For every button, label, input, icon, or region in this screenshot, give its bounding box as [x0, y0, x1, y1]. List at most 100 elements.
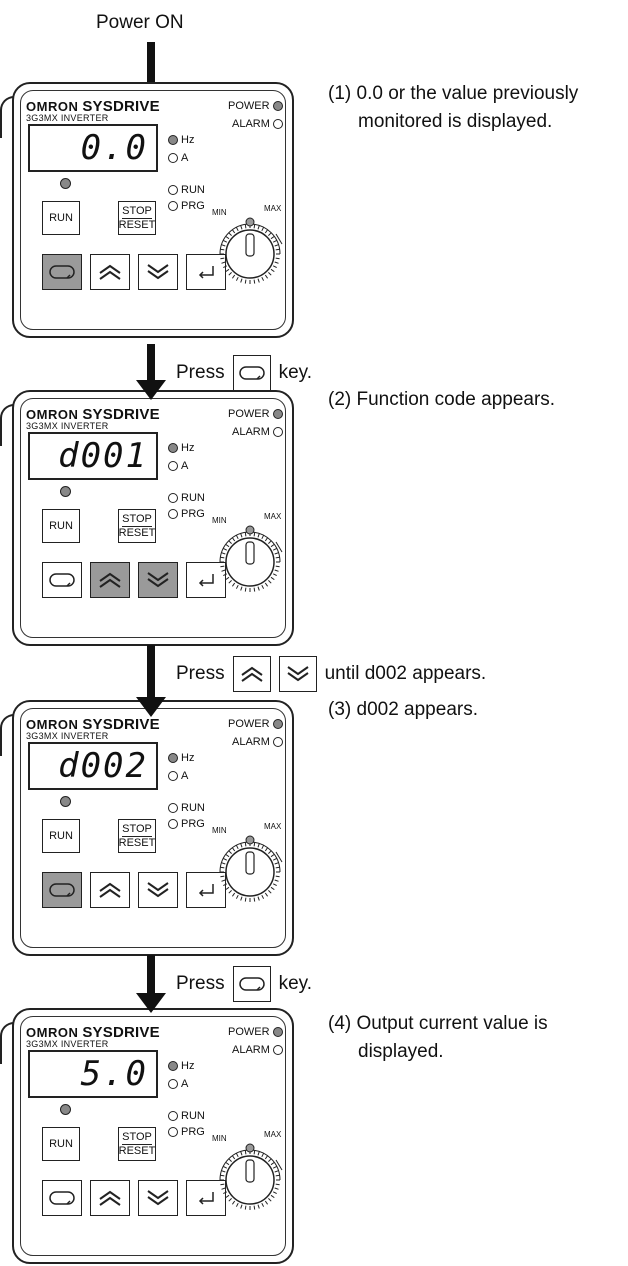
press-up-down-instruction: Press until d002 appears. [176, 656, 486, 692]
down-key[interactable] [138, 872, 178, 908]
caption-line-1: (2) Function code appears. [328, 389, 556, 410]
alarm-led [272, 427, 283, 437]
down-key-icon [278, 656, 317, 692]
caption-line-2: displayed. [358, 1041, 444, 1062]
min-label: MIN [212, 826, 227, 835]
power-indicator: POWER [228, 718, 283, 730]
prg-indicator: PRG [168, 818, 205, 830]
display-value: 0.0 [80, 128, 148, 168]
model-label: 3G3MX INVERTER [26, 731, 109, 741]
enter-key[interactable] [186, 872, 226, 908]
mode-key[interactable] [42, 254, 82, 290]
mode-icon [49, 265, 75, 279]
hz-indicator: Hz [168, 752, 194, 764]
hz-indicator: Hz [168, 442, 194, 454]
display-value: d001 [58, 436, 148, 476]
power-led [272, 719, 283, 729]
enter-icon [198, 884, 214, 897]
frequency-knob[interactable]: MIN MAX [210, 1120, 290, 1221]
up-key[interactable] [90, 1180, 130, 1216]
led-display: 0.0 [28, 124, 158, 172]
enter-key[interactable] [186, 562, 226, 598]
up-key[interactable] [90, 254, 130, 290]
enter-key[interactable] [186, 1180, 226, 1216]
a-indicator: A [168, 460, 188, 472]
run-button[interactable]: RUN [42, 819, 80, 853]
mode-key[interactable] [42, 562, 82, 598]
status-led [60, 796, 71, 807]
run-button[interactable]: RUN [42, 1127, 80, 1161]
step-caption: (1) 0.0 or the value previously monitore… [328, 80, 578, 136]
caption-line-1: (1) 0.0 or the value previously [328, 83, 579, 104]
model-label: 3G3MX INVERTER [26, 1039, 109, 1049]
mode-key-icon [232, 355, 271, 391]
mode-key[interactable] [42, 872, 82, 908]
down-key[interactable] [138, 562, 178, 598]
enter-key[interactable] [186, 254, 226, 290]
power-led [272, 101, 283, 111]
up-arrow-icon [99, 572, 121, 588]
display-value: d002 [58, 746, 148, 786]
hz-indicator: Hz [168, 134, 194, 146]
a-indicator: A [168, 1078, 188, 1090]
power-on-label: Power ON [96, 12, 184, 33]
power-indicator: POWER [228, 408, 283, 420]
down-key[interactable] [138, 1180, 178, 1216]
run-button[interactable]: RUN [42, 201, 80, 235]
display-value: 5.0 [80, 1054, 148, 1094]
frequency-knob[interactable]: MIN MAX [210, 812, 290, 913]
status-led [60, 486, 71, 497]
max-label: MAX [264, 822, 282, 831]
alarm-indicator: ALARM [232, 118, 283, 130]
frequency-knob[interactable]: MIN MAX [210, 194, 290, 295]
caption-line-1: (4) Output current value is [328, 1013, 548, 1034]
a-indicator: A [168, 152, 188, 164]
status-led [60, 178, 71, 189]
a-indicator: A [168, 770, 188, 782]
step-caption: (4) Output current value is displayed. [328, 1010, 548, 1066]
caption-line-1: (3) d002 appears. [328, 699, 478, 720]
up-key[interactable] [90, 872, 130, 908]
power-indicator: POWER [228, 1026, 283, 1038]
mode-key-icon [232, 966, 271, 1002]
model-label: 3G3MX INVERTER [26, 421, 109, 431]
frequency-knob[interactable]: MIN MAX [210, 502, 290, 603]
mode-key[interactable] [42, 1180, 82, 1216]
step-caption: (2) Function code appears. [328, 386, 555, 414]
step-caption: (3) d002 appears. [328, 696, 478, 724]
flow-arrow-4 [136, 955, 166, 1013]
enter-icon [198, 1192, 214, 1205]
down-key[interactable] [138, 254, 178, 290]
flow-arrow-3 [136, 645, 166, 717]
up-key[interactable] [90, 562, 130, 598]
key-word: key. [278, 362, 313, 383]
led-display: 5.0 [28, 1050, 158, 1098]
model-label: 3G3MX INVERTER [26, 113, 109, 123]
press-word: Press [176, 973, 225, 994]
caption-line-2: monitored is displayed. [358, 111, 553, 132]
until-text: until d002 appears. [324, 663, 487, 684]
hz-indicator: Hz [168, 1060, 194, 1072]
run-button[interactable]: RUN [42, 509, 80, 543]
down-arrow-icon [147, 572, 169, 588]
up-key-icon [232, 656, 271, 692]
prg-indicator: PRG [168, 1126, 205, 1138]
alarm-led [272, 1045, 283, 1055]
up-arrow-icon [99, 264, 121, 280]
run-indicator: RUN [168, 492, 205, 504]
alarm-indicator: ALARM [232, 736, 283, 748]
power-led [272, 1027, 283, 1037]
enter-icon [198, 574, 214, 587]
flow-arrow-2 [136, 344, 166, 400]
mode-icon [49, 573, 75, 587]
min-label: MIN [212, 516, 227, 525]
prg-indicator: PRG [168, 508, 205, 520]
enter-icon [198, 266, 214, 279]
